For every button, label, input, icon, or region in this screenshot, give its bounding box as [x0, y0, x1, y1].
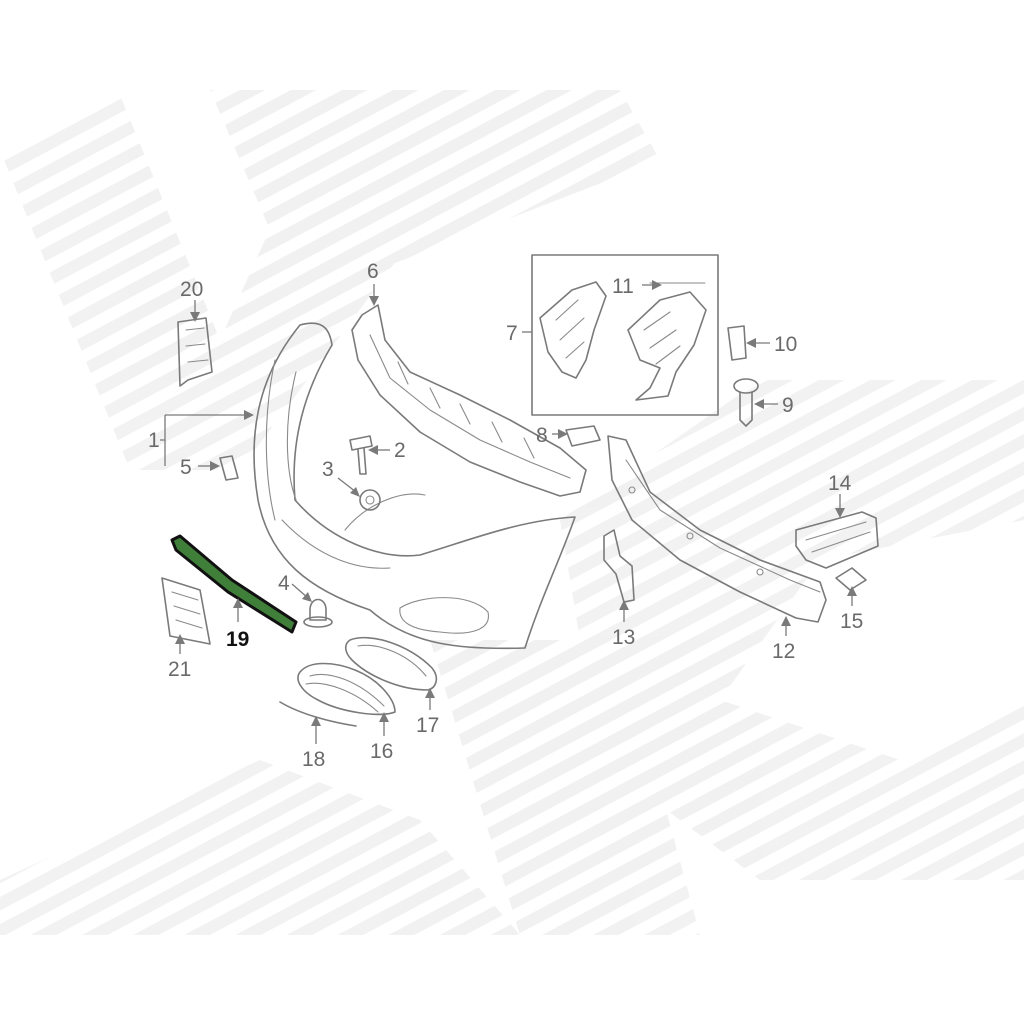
part-7-bracket-group-box	[531, 254, 719, 416]
callout-17: 17	[416, 714, 439, 737]
part-19-trim-strip-highlighted	[170, 534, 298, 634]
callout-7: 7	[506, 322, 518, 345]
callout-12: 12	[772, 640, 795, 663]
callout-4: 4	[278, 572, 290, 595]
part-16-grille	[297, 662, 396, 716]
callout-21: 21	[168, 658, 191, 681]
callout-9: 9	[782, 394, 794, 417]
callout-16: 16	[370, 740, 393, 763]
callout-3: 3	[322, 458, 334, 481]
callout-1: 1	[148, 429, 160, 452]
part-2-bolt	[349, 435, 373, 475]
part-4-cap	[303, 598, 333, 628]
leader-lines	[160, 280, 857, 744]
callout-labels: 20 1 5 6 2 3 7 11 10 9 8 14 15 13 12 4 1…	[148, 260, 863, 771]
callout-10: 10	[774, 333, 797, 356]
part-3-nut	[359, 489, 381, 511]
part-20-bracket	[177, 317, 213, 387]
part-8-clip	[565, 425, 601, 447]
trim-strip-shape	[170, 534, 298, 634]
part-14-support	[795, 511, 879, 569]
watermark-logo	[0, 90, 1024, 935]
callout-18: 18	[302, 748, 325, 771]
part-17-fog-frame	[344, 636, 438, 691]
callout-19-highlighted: 19	[226, 628, 249, 651]
callout-2: 2	[394, 439, 406, 462]
part-1-bumper-cover	[253, 322, 576, 650]
part-9-push-pin	[733, 378, 759, 427]
part-21-plate-bracket	[161, 577, 211, 645]
callout-14: 14	[828, 472, 852, 495]
part-6-upper-support	[351, 304, 587, 497]
callout-5: 5	[180, 456, 192, 479]
callout-15: 15	[840, 610, 863, 633]
part-5-clip	[219, 455, 239, 481]
callout-6: 6	[367, 260, 379, 283]
part-12-reinforcement-bar	[607, 435, 827, 623]
callout-8: 8	[536, 424, 548, 447]
part-10-clip	[727, 325, 747, 361]
callout-13: 13	[612, 626, 635, 649]
part-13-bracket	[603, 529, 635, 603]
callout-11: 11	[612, 275, 634, 298]
callout-20: 20	[180, 278, 203, 301]
part-15-small-bracket	[835, 567, 867, 591]
